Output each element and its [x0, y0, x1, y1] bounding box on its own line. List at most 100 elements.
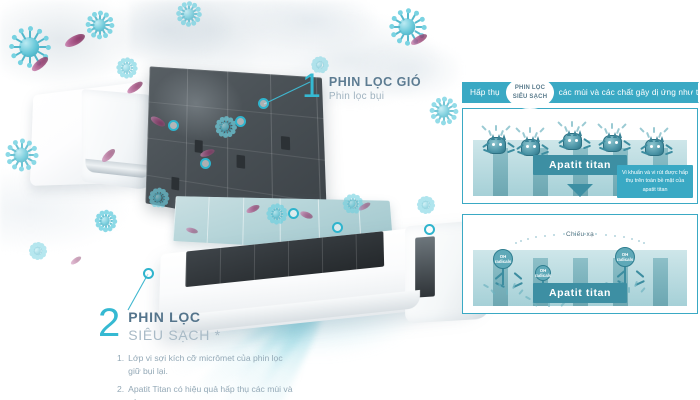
callout-subtitle-1: Phin lọc bụi — [328, 91, 385, 102]
virus-spike — [224, 117, 227, 123]
virus-spike — [27, 146, 35, 153]
callout-number-1: 1 — [302, 67, 321, 105]
virus-spike — [449, 110, 456, 112]
irradiation-dot — [643, 241, 646, 244]
water-splash — [611, 123, 613, 129]
filter-clip — [171, 176, 180, 191]
irradiation-dot — [563, 233, 566, 236]
virus-core — [19, 37, 39, 57]
banner-text-after: các mùi và các chất gây dị ứng như thế n… — [558, 87, 700, 97]
badge-line-1: PHIN LỌC — [514, 85, 546, 92]
virus-spike — [19, 161, 25, 172]
oh-radical-body — [624, 267, 626, 283]
banner-text-before: Hấp thụ — [470, 87, 500, 97]
virus-spike — [426, 207, 431, 212]
virus-spike — [407, 10, 409, 20]
oh-radical-label-line-2: radicals — [534, 273, 552, 278]
germ-eye — [499, 143, 502, 146]
virus-spike — [349, 206, 355, 213]
water-splash — [603, 127, 609, 135]
virus-core — [398, 18, 416, 36]
virus-particle-icon — [418, 197, 434, 215]
irradiation-dot — [543, 235, 546, 238]
germ-eye — [608, 141, 611, 144]
virus-spike — [178, 13, 185, 15]
irradiation-dot — [520, 239, 523, 242]
virus-spike — [24, 160, 31, 168]
footnote-item: 1. Lớp vi sợi kích cỡ micrômet của phin … — [117, 352, 297, 378]
water-splash — [529, 127, 531, 133]
water-splash — [563, 125, 569, 133]
virus-core — [314, 60, 323, 69]
virus-spike — [33, 30, 41, 40]
virus-spike — [393, 17, 402, 25]
filter-highlight-dot — [235, 116, 246, 127]
adsorption-tooltip: Vi khuẩn và vi rút được hấp thụ trên toà… — [617, 164, 693, 198]
germ-horn — [607, 132, 611, 138]
virus-particle-icon — [216, 117, 235, 138]
germ-horn — [491, 134, 495, 140]
water-splash — [548, 301, 550, 307]
virus-spike — [216, 125, 222, 128]
irradiation-dot — [637, 239, 640, 242]
callout-super-clean-filter: 2 PHIN LỌC SIÊU SẠCH * — [98, 301, 221, 345]
panel-banner: Hấp thụ các mùi và các chất gây dị ứng n… — [462, 82, 700, 103]
water-splash — [663, 127, 669, 133]
virus-spike — [110, 220, 116, 222]
virus-core — [153, 193, 162, 202]
germ-horn — [655, 136, 659, 142]
callout-number-2: 2 — [98, 301, 120, 345]
germ-eye — [615, 141, 618, 144]
virus-spike — [229, 125, 235, 128]
virus-spike — [19, 30, 27, 40]
virus-spike — [27, 157, 35, 164]
water-splash — [597, 123, 603, 129]
virus-spike — [19, 54, 27, 64]
water-splash — [515, 127, 521, 133]
irradiation-dot — [604, 234, 607, 237]
virus-spike — [99, 13, 101, 20]
water-splash — [571, 121, 573, 127]
super-clean-filter-badge: PHIN LỌC SIÊU SẠCH — [506, 76, 554, 109]
virus-core — [182, 8, 194, 20]
germ-horn — [536, 136, 540, 142]
germ-horn — [660, 136, 664, 142]
apatite-pillar — [653, 258, 668, 306]
germ-horn — [525, 136, 529, 142]
virus-spike — [415, 26, 425, 28]
water-splash — [557, 121, 563, 127]
virus-particle-icon — [96, 211, 116, 234]
water-splash — [495, 125, 497, 131]
filter-highlight-dot — [288, 208, 299, 219]
germ-horn — [618, 132, 622, 138]
oh-radical-label-line-1: OH — [499, 253, 507, 259]
germ-horn — [573, 130, 577, 136]
filter-highlight-dot — [200, 158, 211, 169]
callout-air-filter: 1 PHIN LỌC GIÓ Phin lọc bụi — [302, 67, 422, 105]
footnote-text: Lớp vi sợi kích cỡ micrômet của phin lọc… — [128, 353, 283, 376]
irradiation-dot — [630, 237, 633, 240]
callout-dot-2 — [143, 268, 154, 279]
virus-spike — [186, 18, 192, 27]
virus-particle-icon — [7, 140, 37, 172]
flow-arrow-icon — [567, 184, 593, 197]
water-splash — [653, 127, 655, 133]
badge-line-2: SIÊU SẠCH — [512, 93, 548, 100]
virus-core — [99, 215, 111, 227]
virus-core — [121, 63, 131, 73]
oh-radical-label-line-1: OH — [621, 251, 629, 257]
germ-character-icon — [482, 134, 516, 154]
irradiation-dot — [527, 237, 530, 240]
germ-horn — [567, 130, 571, 136]
callout-title-1: PHIN LỌC GIÓ — [328, 75, 422, 89]
water-splash — [521, 131, 527, 139]
germ-eye — [533, 145, 536, 148]
filter-highlight-dot — [424, 224, 435, 235]
water-splash — [621, 123, 627, 129]
filter-highlight-dot — [332, 222, 343, 233]
virus-particle-icon — [344, 195, 361, 213]
germ-eye — [568, 139, 571, 142]
germ-horn — [531, 136, 535, 142]
filter-clip — [280, 135, 291, 151]
